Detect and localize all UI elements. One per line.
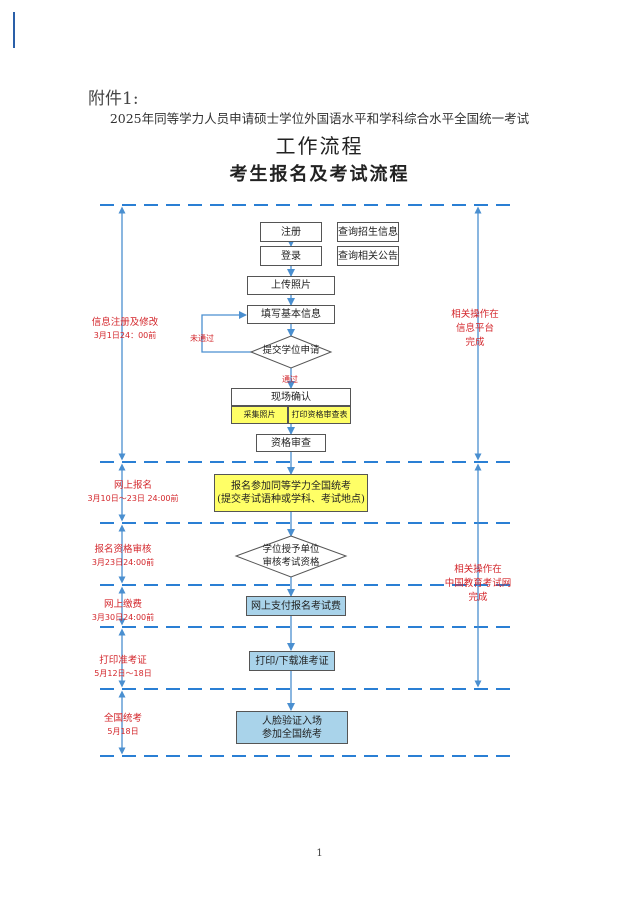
print-review-form-box: 打印资格审查表: [288, 406, 351, 424]
neea-note: 相关操作在 中国教育考试网 完成: [444, 564, 512, 603]
signup-line2: (提交考试语种或学科、考试地点): [217, 494, 365, 505]
phase-label-exam: 全国统考 5月18日: [103, 713, 142, 736]
register-box: 注册: [260, 222, 322, 242]
passed-label: 通过: [282, 375, 298, 384]
face-verify-line2: 参加全国统考: [262, 728, 322, 740]
face-verify-box: 人脸验证入场 参加全国统考: [236, 711, 348, 744]
phase-label-ticket: 打印准考证 5月12日～18日: [94, 655, 152, 678]
query-admission-box: 查询招生信息: [337, 222, 399, 242]
fill-info-box: 填写基本信息: [247, 305, 335, 324]
upload-photo-box: 上传照片: [247, 276, 335, 295]
flowchart-title: 考生报名及考试流程: [229, 164, 410, 185]
unit-review-line2: 审核考试资格: [262, 556, 320, 568]
platform-note: 相关操作在 信息平台 完成: [451, 309, 499, 348]
phase-label-register: 信息注册及修改 3月1日24：00前: [91, 317, 159, 340]
document-subtitle: 2025年同等学力人员申请硕士学位外国语水平和学科综合水平全国统一考试: [109, 111, 530, 126]
qualification-review-box: 资格审查: [256, 434, 326, 452]
pay-fee-box: 网上支付报名考试费: [246, 596, 346, 616]
phase-separators: [100, 204, 512, 757]
not-passed-label: 未通过: [190, 334, 214, 343]
signup-exam-box: 报名参加同等学力全国统考 (提交考试语种或学科、考试地点): [214, 474, 368, 512]
unit-review-text: 学位授予单位 审核考试资格: [246, 544, 336, 570]
phase-label-signup: 网上报名 3月10日～23日 24:00前: [87, 480, 179, 503]
decision-diamond-submit: [249, 335, 333, 369]
signup-line1: 报名参加同等学力全国统考: [231, 481, 351, 492]
collect-photo-box: 采集照片: [231, 406, 288, 424]
print-ticket-box: 打印/下载准考证: [249, 651, 335, 671]
query-notice-box: 查询相关公告: [337, 246, 399, 266]
phase-label-qualification: 报名资格审核 3月23日24:00前: [91, 544, 155, 567]
annex-label: 附件1:: [88, 89, 139, 109]
unit-review-line1: 学位授予单位: [262, 544, 320, 555]
submit-degree-text: 提交学位申请: [262, 345, 320, 356]
phase-label-payment: 网上缴费 3月30日24:00前: [91, 599, 155, 622]
page-number: 1: [316, 848, 323, 859]
face-verify-line1: 人脸验证入场: [262, 715, 322, 727]
login-box: 登录: [260, 246, 322, 266]
onsite-confirm-box: 现场确认: [231, 388, 351, 406]
document-title: 工作流程: [275, 134, 364, 158]
decision-diamond-review: [234, 535, 348, 578]
